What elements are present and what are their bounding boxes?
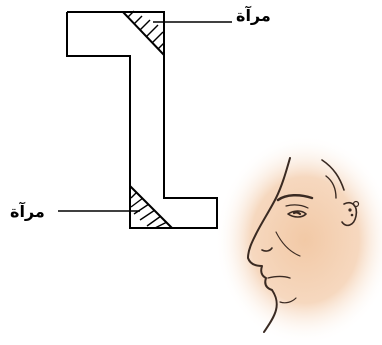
bottom-mirror-label: مرآة [10, 202, 45, 221]
eyebrow [276, 194, 314, 202]
face-profile [247, 157, 360, 333]
face-skin-glow [215, 135, 382, 345]
eye [287, 210, 307, 218]
periscope-tube [66, 11, 218, 229]
face-outline [247, 157, 291, 333]
nostril [261, 247, 273, 252]
bottom-mirror-hatch [130, 191, 168, 229]
mouth [267, 275, 291, 279]
bottom-mirror [129, 185, 173, 229]
bottom-mirror-surface [129, 185, 173, 229]
top-mirror-hatch [127, 10, 165, 50]
top-mirror [122, 10, 165, 56]
ear [341, 201, 358, 227]
hair-line [321, 159, 345, 191]
top-mirror-surface [122, 11, 165, 56]
top-mirror-label: مرآة [236, 6, 271, 25]
